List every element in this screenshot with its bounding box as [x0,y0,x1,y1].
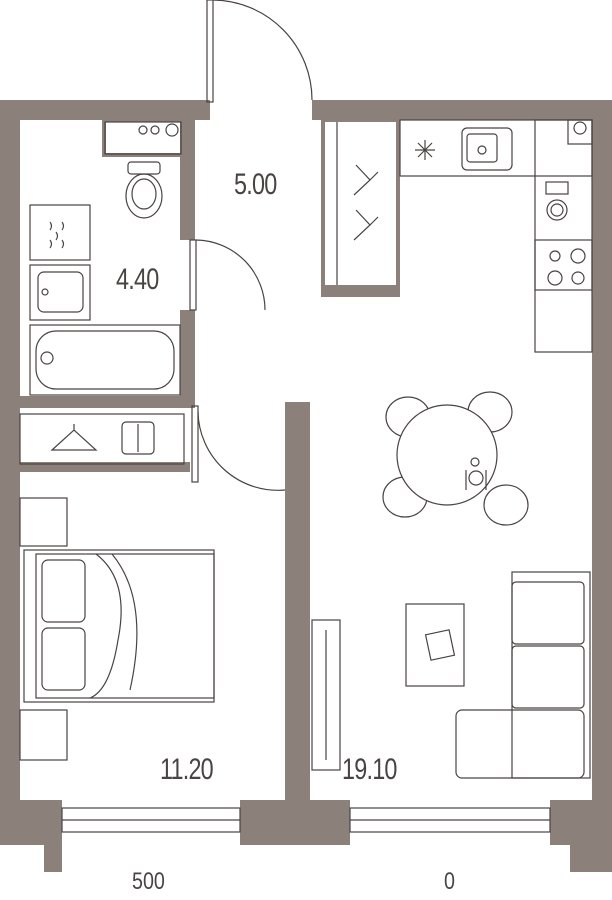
bathroom-area-label: 4.40 [116,263,159,296]
bottom-right-label: 0 [444,868,455,895]
hall-area-label: 5.00 [234,168,277,201]
fixtures [19,0,593,833]
living-area-label: 19.10 [342,753,397,786]
bedroom-area-label: 11.20 [160,753,214,786]
bottom-left-label: 500 [132,868,165,895]
walls [0,100,612,872]
